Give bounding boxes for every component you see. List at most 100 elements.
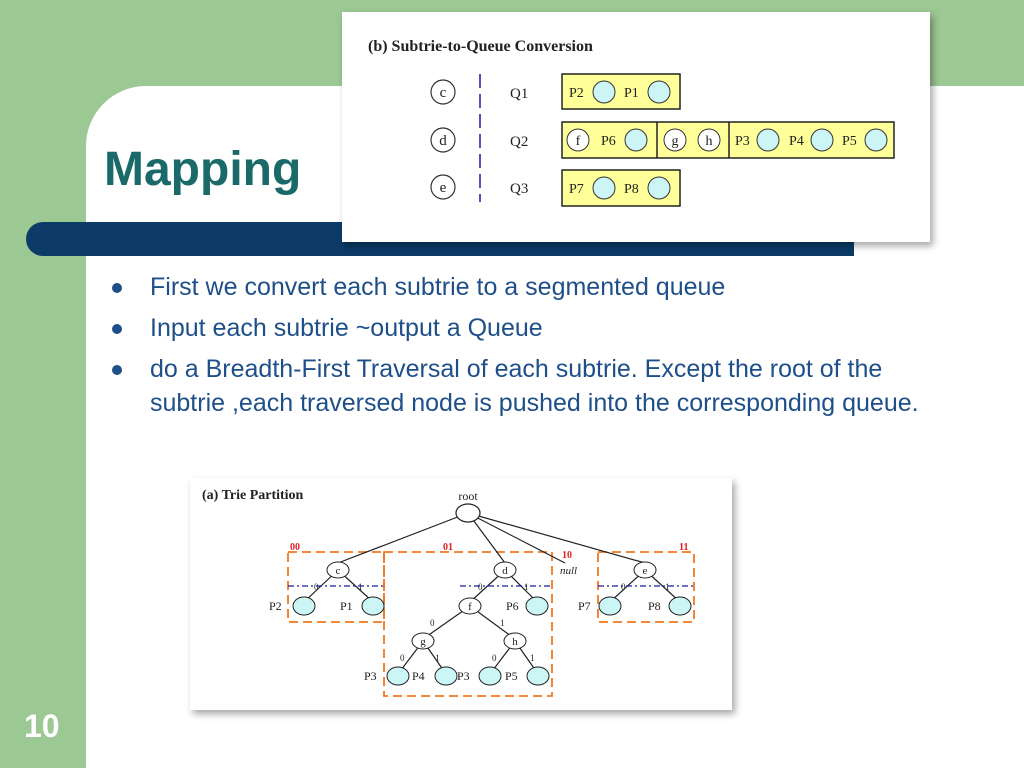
edge-bit: 1 <box>665 582 670 592</box>
svg-text:h: h <box>512 636 518 648</box>
leaf-circle-icon <box>864 128 888 152</box>
trie-node-g: g <box>411 632 435 650</box>
leaf-circle-icon <box>647 176 671 200</box>
trie-partition-figure: (a) Trie Partition 00 01 10 11 null <box>190 478 732 710</box>
page-number: 10 <box>24 708 60 744</box>
leaf-label: P8 <box>648 599 661 613</box>
leaf-circle-icon <box>668 596 692 616</box>
segment-node-f: f <box>576 134 581 149</box>
edge-bit: 0 <box>430 618 435 628</box>
trie-node-e: e <box>633 561 657 579</box>
leaf-label: P3 <box>364 669 377 683</box>
svg-text:d: d <box>502 565 508 577</box>
trie-edges <box>303 512 681 675</box>
queue-item-label: P5 <box>842 134 857 149</box>
partition-box-01 <box>383 551 553 697</box>
leaf-label: P3 <box>457 669 470 683</box>
leaf-circle-icon <box>361 596 385 616</box>
bullet-dot-icon <box>112 324 122 334</box>
partition-label-10: 10 <box>562 550 572 561</box>
partition-box-11 <box>597 551 695 623</box>
segment-node-g: g <box>672 134 679 149</box>
svg-text:f: f <box>468 601 472 613</box>
leaf-label: P4 <box>412 669 425 683</box>
leaf-circle-icon <box>292 596 316 616</box>
svg-text:d: d <box>439 133 447 149</box>
queue-conversion-figure: (b) Subtrie-to-Queue Conversion c d e Q1… <box>342 12 930 242</box>
bullet-text: First we convert each subtrie to a segme… <box>150 273 726 301</box>
slide-title: Mapping <box>104 143 302 196</box>
svg-text:g: g <box>420 636 426 648</box>
leaf-circle-icon <box>434 666 458 686</box>
bullet-item: do a Breadth-First Traversal of each sub… <box>112 352 952 420</box>
queue-q3: P7 P8 <box>561 169 681 207</box>
trie-partition-diagram: (a) Trie Partition 00 01 10 11 null <box>202 488 695 697</box>
edge-bit: 0 <box>621 582 626 592</box>
edge-bit: 0 <box>478 582 483 592</box>
leaf-circle-icon <box>598 596 622 616</box>
queue-conversion-diagram: (b) Subtrie-to-Queue Conversion c d e Q1… <box>368 38 895 207</box>
leaf-circle-icon <box>478 666 502 686</box>
trie-node-h: h <box>503 632 527 650</box>
leaf-circle-icon <box>525 596 549 616</box>
queue-item-label: P3 <box>735 134 750 149</box>
queue-item-label: P7 <box>569 182 584 197</box>
trie-node-f: f <box>458 597 482 615</box>
edge-bit: 1 <box>530 653 535 663</box>
edge-bit: 1 <box>500 618 505 628</box>
queue-item-label: P6 <box>601 134 616 149</box>
edge-bit: 1 <box>358 582 363 592</box>
bullet-item: First we convert each subtrie to a segme… <box>112 270 952 304</box>
leaf-circle-icon <box>647 80 671 104</box>
trie-figure-heading: (a) Trie Partition <box>202 488 304 503</box>
edge-bit: 0 <box>492 653 497 663</box>
edge-bit: 0 <box>314 582 319 592</box>
queue-label-q2: Q2 <box>510 134 528 150</box>
leaf-circle-icon <box>592 176 616 200</box>
row-node-c: c <box>430 79 456 105</box>
leaf-label: P7 <box>578 599 591 613</box>
queue-q1: P2 P1 <box>561 73 681 110</box>
queue-item-label: P8 <box>624 182 639 197</box>
trie-node-d: d <box>493 561 517 579</box>
leaf-circle-icon <box>756 128 780 152</box>
partition-boxes <box>287 551 695 697</box>
queue-item-label: P2 <box>569 86 584 101</box>
svg-text:e: e <box>643 565 648 577</box>
edge-bit: 0 <box>400 653 405 663</box>
queue-item-label: P4 <box>789 134 804 149</box>
segment-node-h: h <box>706 134 713 149</box>
partition-label-01: 01 <box>443 542 453 553</box>
leaf-label: P6 <box>506 599 519 613</box>
root-node: root <box>455 489 481 523</box>
queue-label-q3: Q3 <box>510 181 528 197</box>
leaf-label: P5 <box>505 669 518 683</box>
queue-label-q1: Q1 <box>510 86 528 102</box>
leaf-circle-icon <box>810 128 834 152</box>
null-label: null <box>560 565 577 577</box>
leaf-label: P1 <box>340 599 353 613</box>
svg-text:c: c <box>336 565 341 577</box>
bullet-list: First we convert each subtrie to a segme… <box>112 270 952 427</box>
svg-text:e: e <box>440 180 447 196</box>
queue-q2: f P6 g h P3 P4 P5 <box>561 121 895 159</box>
leaf-circle-icon <box>526 666 550 686</box>
row-node-d: d <box>430 127 456 153</box>
svg-text:root: root <box>458 489 478 503</box>
edge-bit: 1 <box>435 653 440 663</box>
bullet-item: Input each subtrie ~output a Queue <box>112 311 952 345</box>
row-node-e: e <box>430 174 456 200</box>
bullet-dot-icon <box>112 365 122 375</box>
queue-figure-heading: (b) Subtrie-to-Queue Conversion <box>368 38 593 55</box>
partition-label-00: 00 <box>290 542 300 553</box>
queue-item-label: P1 <box>624 86 639 101</box>
partition-label-11: 11 <box>679 542 688 553</box>
bullet-text: do a Breadth-First Traversal of each sub… <box>150 355 919 417</box>
leaf-circle-icon <box>386 666 410 686</box>
leaf-circle-icon <box>592 80 616 104</box>
leaf-circle-icon <box>624 128 648 152</box>
trie-node-c: c <box>326 561 350 579</box>
edge-bit: 1 <box>524 582 529 592</box>
bullet-text: Input each subtrie ~output a Queue <box>150 314 543 342</box>
bullet-dot-icon <box>112 283 122 293</box>
